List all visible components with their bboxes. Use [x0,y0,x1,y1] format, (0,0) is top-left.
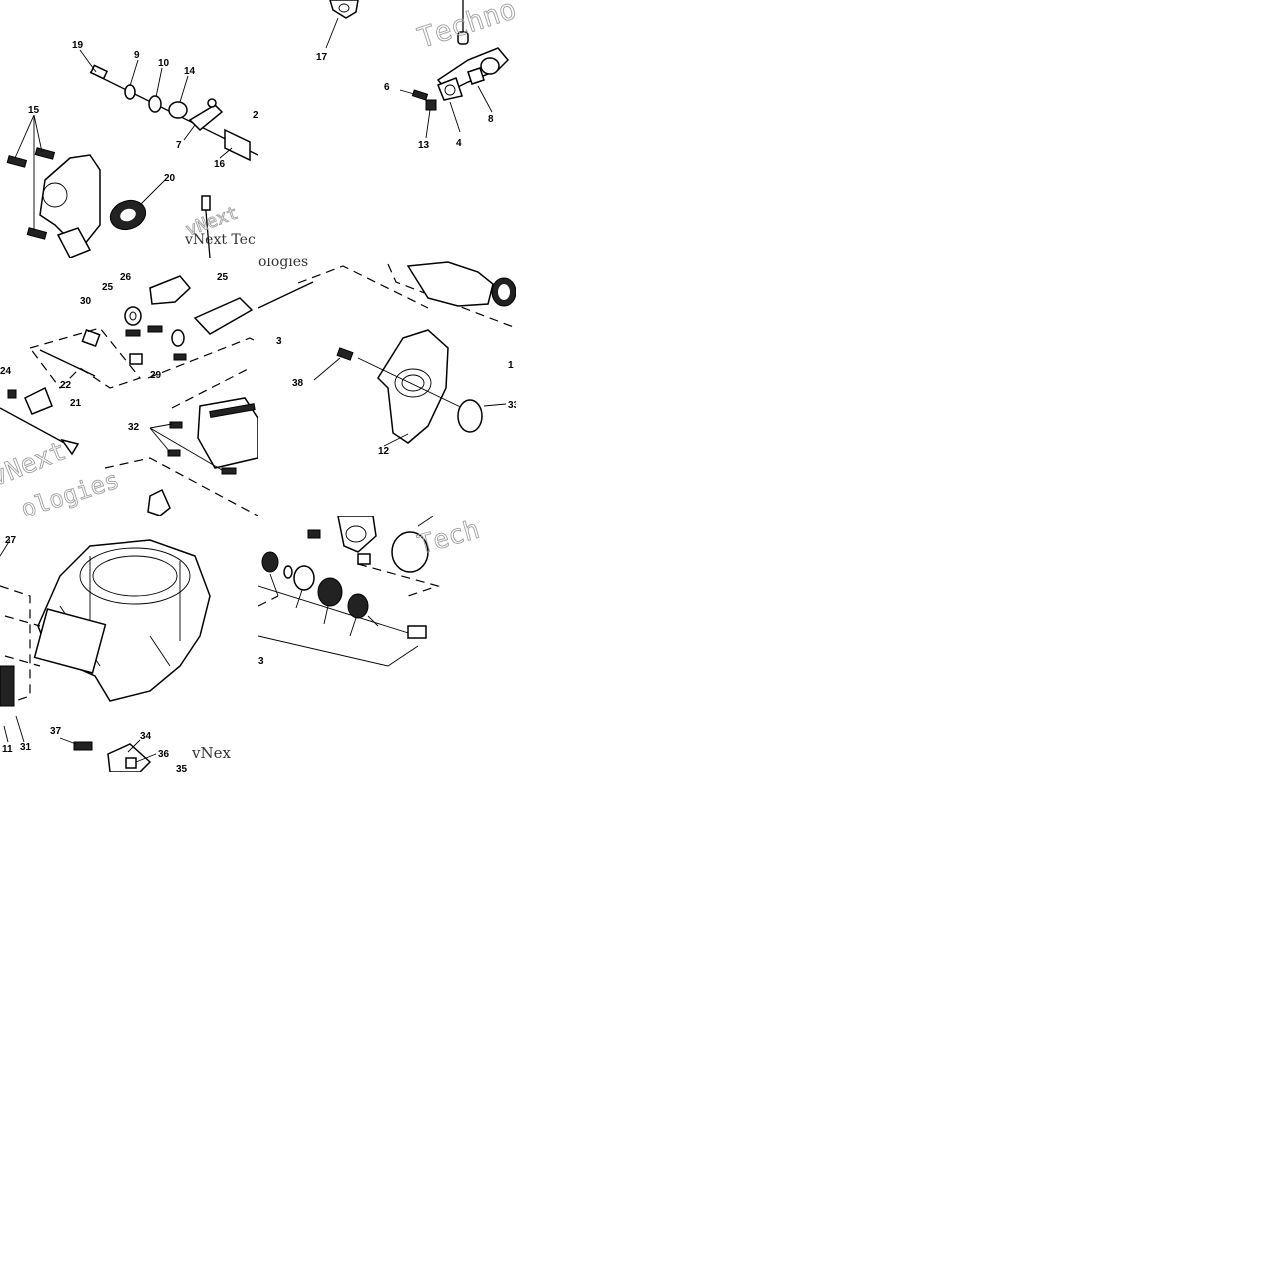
callout-31: 31 [20,742,32,753]
diagram-tile-linkage: 19 9 10 14 15 7 16 20 2 vNext vNext Tec [0,0,258,258]
callout-35: 35 [176,764,188,772]
callout-34: 34 [140,731,152,742]
diagram-tile-arm: 17 6 8 13 4 Techno [258,0,516,258]
callout-1: 1 [508,360,514,371]
watermark-ologies-top: ologies [258,258,308,270]
watermark-tech: Tech [414,516,482,561]
callout-20: 20 [164,173,176,184]
callout-9: 9 [134,50,140,61]
callout-33b: 33 [434,516,446,519]
watermark-techno: Techno [414,0,516,55]
callout-30: 30 [80,296,92,307]
callout-36: 36 [158,749,170,760]
diagram-tile-gears: 3 33 Tech [258,516,488,700]
callout-25a: 25 [102,282,114,293]
callout-6: 6 [384,82,390,93]
callout-19: 19 [72,40,84,51]
callout-15: 15 [28,105,40,116]
callout-3b: 3 [258,656,264,667]
callout-2: 2 [253,110,258,121]
callout-3: 3 [276,336,282,347]
callout-24: 24 [0,366,12,377]
diagram-tile-valve: 26 25 25 30 24 22 21 29 32 vNext ologies [0,258,258,516]
callout-21: 21 [70,398,82,409]
callout-22: 22 [60,380,72,391]
watermark-vnext-tec: vNext Tec [184,232,256,248]
callout-14: 14 [184,66,196,77]
callout-27: 27 [5,535,17,546]
watermark-vnex: vNex [191,744,231,762]
callout-4: 4 [456,138,462,149]
callout-26: 26 [120,272,132,283]
callout-32: 32 [128,422,140,433]
callout-37: 37 [50,726,62,737]
callout-12: 12 [378,446,390,457]
callout-16: 16 [214,159,226,170]
callout-13: 13 [418,140,430,151]
callout-17: 17 [316,52,328,63]
callout-8: 8 [488,114,494,125]
callout-33: 33 [508,400,516,411]
watermark-chnologies: chnologies [0,516,80,520]
callout-25b: 25 [217,272,229,283]
callout-11: 11 [2,744,13,755]
callout-29: 29 [150,370,162,381]
callout-7: 7 [176,140,182,151]
diagram-tile-cylinder: 27 37 34 36 35 11 31 chnologies vNex [0,516,258,772]
diagram-tile-cover: 3 38 12 33 1 ologies [258,258,516,516]
callout-10: 10 [158,58,170,69]
callout-38: 38 [292,378,304,389]
